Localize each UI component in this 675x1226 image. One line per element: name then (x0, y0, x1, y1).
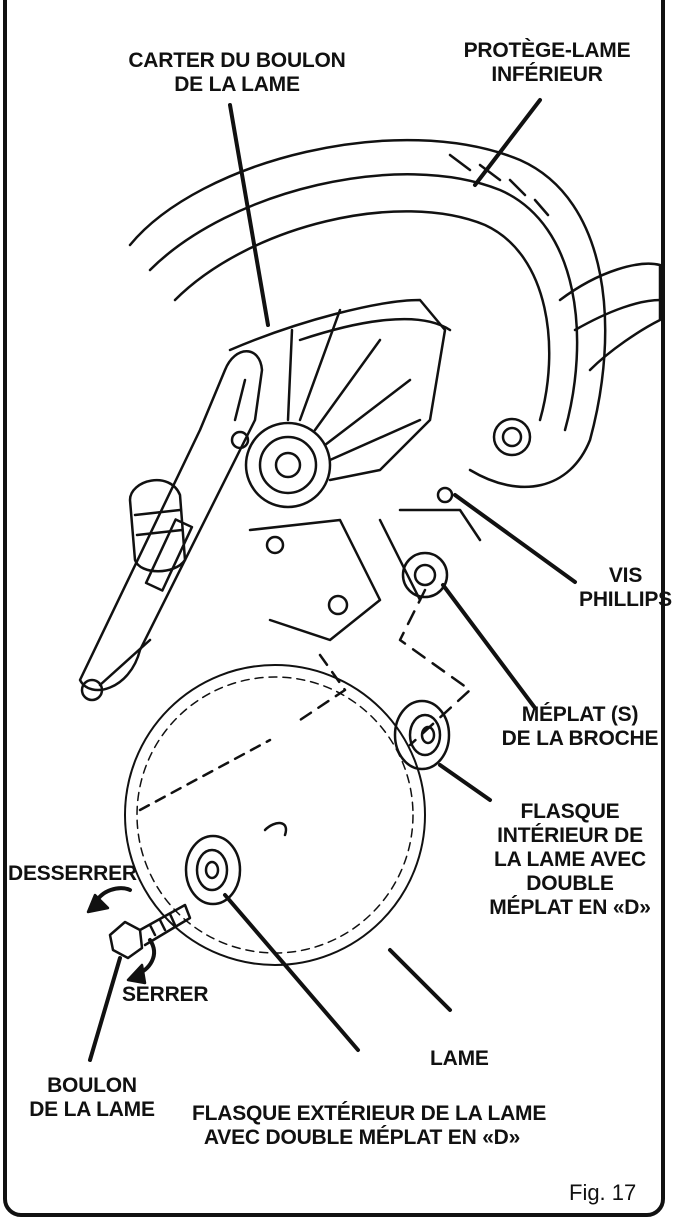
label-line: DE LA LAME (29, 1098, 155, 1121)
figure-frame (3, 0, 665, 1217)
blade-bolt-cover (78, 350, 264, 692)
blade-bolt (108, 903, 192, 960)
label-blade-bolt-cover: CARTER DU BOULON DE LA LAME (112, 49, 362, 97)
label-line: VIS (608, 564, 643, 587)
label-line: DE LA BROCHE (501, 727, 659, 750)
label-line: BOULON (47, 1074, 137, 1097)
label-inner-flange: FLASQUE INTÉRIEUR DE LA LAME AVEC DOUBLE… (480, 800, 660, 920)
label-phillips-screw: VIS PHILLIPS (578, 564, 673, 612)
label-line: MÉPLAT (S) (521, 703, 639, 726)
lower-guard-outline (128, 138, 607, 489)
label-outer-flange: FLASQUE EXTÉRIEUR DE LA LAME AVEC DOUBLE… (192, 1102, 547, 1150)
label-tighten: SERRER (122, 983, 209, 1006)
label-line: PROTÈGE-LAME (463, 39, 631, 62)
label-spindle-flats: MÉPLAT (S) DE LA BROCHE (495, 703, 665, 751)
label-line: PHILLIPS (579, 588, 672, 611)
label-blade-bolt: BOULON DE LA LAME (12, 1074, 172, 1122)
label-lower-guard: PROTÈGE-LAME INFÉRIEUR (442, 39, 652, 87)
outer-flange (184, 834, 242, 906)
label-line: LA LAME AVEC (494, 848, 646, 871)
label-line: FLASQUE EXTÉRIEUR DE LA LAME (192, 1102, 547, 1125)
label-line: INFÉRIEUR (491, 63, 603, 86)
figure-number: Fig. 17 (569, 1180, 637, 1205)
label-line: DOUBLE (526, 872, 614, 895)
label-line: INTÉRIEUR DE (497, 824, 643, 847)
label-blade: LAME (430, 1047, 489, 1070)
label-line: DE LA LAME (174, 73, 300, 96)
label-line: CARTER DU BOULON (128, 49, 346, 72)
inner-flange (393, 699, 451, 771)
label-line: FLASQUE (520, 800, 620, 823)
saw-blade (124, 664, 426, 966)
label-loosen: DESSERRER (8, 862, 137, 885)
label-line: MÉPLAT EN «D» (489, 896, 651, 919)
label-line: AVEC DOUBLE MÉPLAT EN «D» (203, 1126, 521, 1149)
